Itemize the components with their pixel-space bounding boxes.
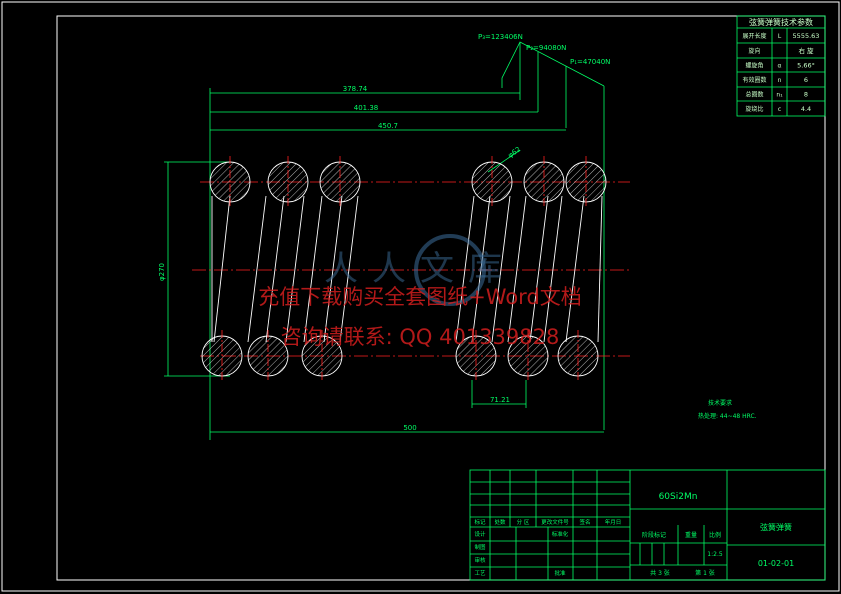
weight-label: 重量	[685, 531, 697, 539]
spec-row-symbol: n	[778, 77, 782, 84]
title-block-header: 年月日	[605, 518, 622, 526]
load-diagram	[209, 41, 605, 440]
title-block-role: 审核	[474, 556, 486, 564]
spec-row-value: 5.66°	[797, 62, 815, 70]
coil-section	[455, 330, 497, 382]
coil-section	[201, 330, 243, 382]
dim-pitch: 71.21	[490, 396, 510, 404]
title-block-header: 标记	[474, 518, 486, 526]
title-block-header: 更改文件号	[541, 518, 569, 526]
coil-section	[471, 156, 513, 208]
spec-row-name: 螺旋角	[745, 62, 763, 70]
spec-row-symbol: L	[778, 33, 782, 40]
spec-row-name: 展开长度	[742, 32, 766, 40]
load-p3: P₃=123406N	[478, 33, 523, 41]
spec-row-value: 8	[804, 91, 808, 99]
watermark-line1: 充值下载购买全套图纸+Word文档	[258, 285, 582, 309]
watermark-logo-text: 人人文库	[324, 249, 516, 289]
sheet-number: 第 1 张	[695, 569, 715, 577]
dimension-lines	[164, 92, 604, 433]
coil-section	[507, 330, 549, 382]
coil-section	[267, 156, 309, 208]
title-block	[469, 469, 826, 581]
sheets-total: 共 3 张	[650, 569, 670, 577]
spec-row-value: 5555.63	[793, 32, 820, 40]
title-block-role: 标准化	[552, 530, 569, 538]
coil-section	[301, 330, 343, 382]
spec-row-symbol: n₁	[776, 92, 783, 99]
watermark-line2: 咨询请联系: QQ 401339828	[281, 325, 560, 349]
tech-req-title: 技术要求	[708, 399, 732, 407]
coil-section	[557, 330, 599, 382]
inner-frame	[56, 15, 826, 581]
coil-section	[209, 156, 251, 208]
coil-section	[565, 156, 607, 208]
tech-req-hardness: 热处理: 44~48 HRC.	[698, 412, 757, 420]
title-block-role: 制图	[474, 543, 486, 551]
spec-table-title: 弦簧弹簧技术参数	[749, 17, 813, 27]
title-block-role: 设计	[474, 530, 486, 538]
dim-450: 450.7	[378, 122, 398, 130]
title-block-role: 工艺	[474, 570, 486, 577]
spec-row-value: 6	[804, 76, 808, 84]
title-block-header: 分 区	[517, 518, 530, 526]
title-block-role: 批准	[554, 569, 566, 577]
spec-row-value: 4.4	[801, 105, 811, 113]
coil-section	[319, 156, 361, 208]
dim-diameter: φ270	[158, 263, 166, 281]
drawing-number-text: 01-02-01	[758, 559, 794, 568]
title-block-header: 签名	[579, 518, 590, 526]
load-p1: P₁=47040N	[570, 58, 610, 66]
dim-378: 378.74	[343, 85, 368, 93]
part-name-text: 弦簧弹簧	[760, 522, 792, 532]
dim-401: 401.38	[354, 104, 379, 112]
scale-label: 比例	[709, 531, 721, 539]
coil-section	[523, 156, 565, 208]
spec-row-name: 总圈数	[745, 91, 763, 99]
spec-row-symbol: c	[778, 106, 781, 113]
spec-row-name: 旋绕比	[745, 105, 763, 113]
coil-section	[247, 330, 289, 382]
dim-500: 500	[403, 424, 416, 432]
stage-mark-label: 阶段标记	[642, 531, 666, 539]
title-block-header: 处数	[494, 518, 506, 526]
spec-row-value: 右 旋	[798, 46, 814, 55]
scale-value: 1:2.5	[707, 551, 723, 558]
spec-row-name: 有效圈数	[742, 76, 766, 84]
load-p2: P₂=94080N	[526, 44, 566, 52]
material-text: 60Si2Mn	[659, 492, 698, 502]
spec-row-name: 旋向	[748, 47, 760, 55]
spec-row-symbol: α	[778, 63, 782, 70]
watermark-logo	[414, 234, 486, 306]
coil-helix-lines	[211, 195, 603, 343]
spec-table	[736, 15, 826, 117]
